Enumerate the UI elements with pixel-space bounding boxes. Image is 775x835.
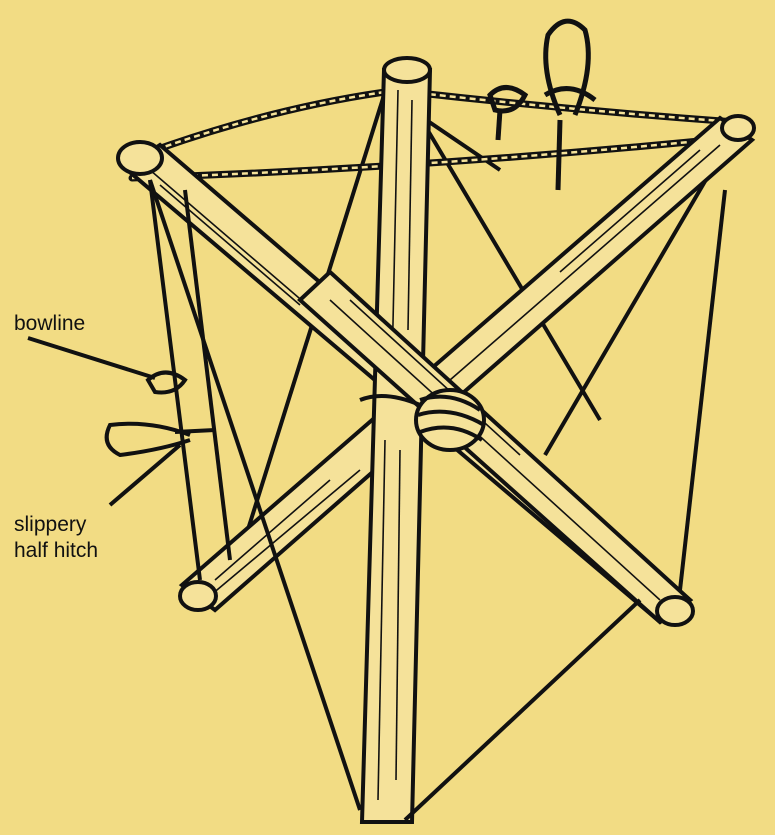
slippery-half-hitch-label: slippery half hitch: [14, 512, 98, 564]
bowline-label: bowline: [14, 311, 85, 337]
slippery-label-line2: half hitch: [14, 538, 98, 564]
slippery-label-line1: slippery: [14, 512, 98, 538]
